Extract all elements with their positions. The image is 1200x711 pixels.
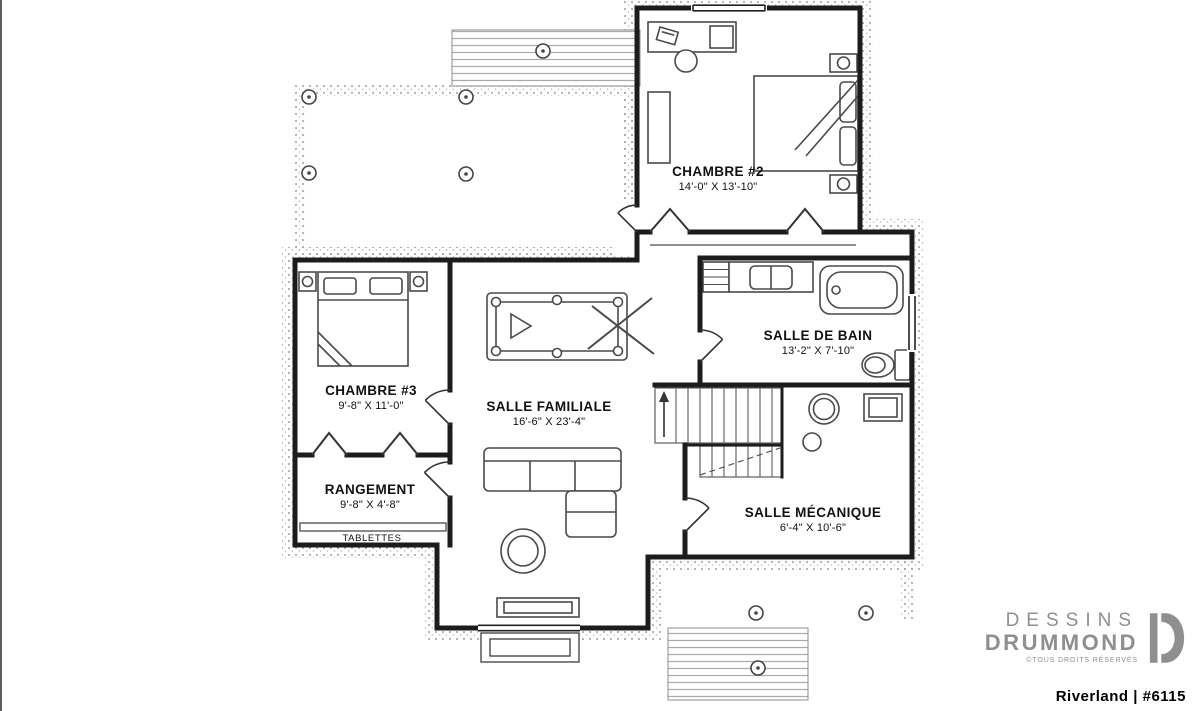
desk [647,21,737,53]
toilet [861,349,911,381]
stairs-direction-arrow [659,391,669,402]
bay-window-exterior [480,632,580,663]
room-dims: 6'-4" X 10'-6" [779,522,847,534]
door-chambre3 [424,389,451,426]
bed-chambre2 [753,75,859,172]
windows [478,3,917,633]
furnace [863,393,903,422]
room-label-salle-de-bain: SALLE DE BAIN 13'-2" X 7'-10" [764,328,873,359]
room-dims: 16'-6" X 23'-4" [512,416,586,428]
window-bay [478,623,580,633]
room-label-chambre3: CHAMBRE #3 9'-8" X 11'-0" [325,383,417,414]
room-label-rangement: RANGEMENT 9'-8" X 4'-8" [325,482,416,513]
doors [311,204,825,533]
bed-chambre3 [317,271,409,367]
bathtub [819,265,904,315]
pool-cues [587,297,655,355]
room-dims: 9'-8" X 4'-8" [340,499,400,511]
door-chambre2 [617,204,638,233]
room-name: SALLE FAMILIALE [486,399,612,414]
tablettes-label: TABLETTES [342,533,402,544]
support-posts [301,43,874,676]
door-mecanique [684,497,710,533]
closet-bifold-doors [311,207,825,456]
room-label-salle-mecanique: SALLE MÉCANIQUE 6'-4" X 10'-6" [745,505,882,536]
round-table [500,528,546,574]
door-bathroom [699,329,724,363]
window-bathroom [907,294,917,352]
water-heater [802,393,840,452]
room-dims: 13'-2" X 7'-10" [781,345,855,357]
room-name: SALLE DE BAIN [763,328,873,343]
brand-name-line2: DRUMMOND [984,630,1138,655]
nightstands-chambre3 [298,271,428,292]
plan-title: Riverland | #6115 [1055,688,1186,705]
dresser [647,91,671,164]
door-rangement [423,461,451,499]
furniture-layer [298,21,911,618]
room-label-salle-familiale: SALLE FAMILIALE 16'-6" X 23'-4" [486,399,611,430]
media-console [496,597,580,618]
room-name: CHAMBRE #2 [672,164,764,179]
nightstands-chambre2 [829,53,858,194]
room-name: RANGEMENT [324,482,416,497]
copyright-text: ©TOUS DROITS RÉSERVÉS [1026,657,1138,664]
room-label-chambre2: CHAMBRE #2 14'-0" X 13'-10" [672,164,764,195]
room-name: SALLE MÉCANIQUE [744,505,882,520]
room-dims: 14'-0" X 13'-10" [678,181,758,193]
branding: DESSINS DRUMMOND ©TOUS DROITS RÉSERVÉS R… [984,610,1186,706]
drummond-logo-icon [1149,612,1185,663]
window-chambre2 [691,3,767,13]
shelf-tablettes [299,522,447,532]
brand-name-line1: DESSINS [1005,610,1138,631]
desk-chair [674,49,698,73]
pool-table [486,292,655,361]
room-name: CHAMBRE #3 [325,383,417,398]
linen-shelves [702,261,730,293]
sofa [483,447,622,538]
room-dims: 9'-8" X 11'-0" [338,400,404,412]
exterior-stairs-hatch [667,627,809,701]
bathroom-vanity [728,261,814,293]
